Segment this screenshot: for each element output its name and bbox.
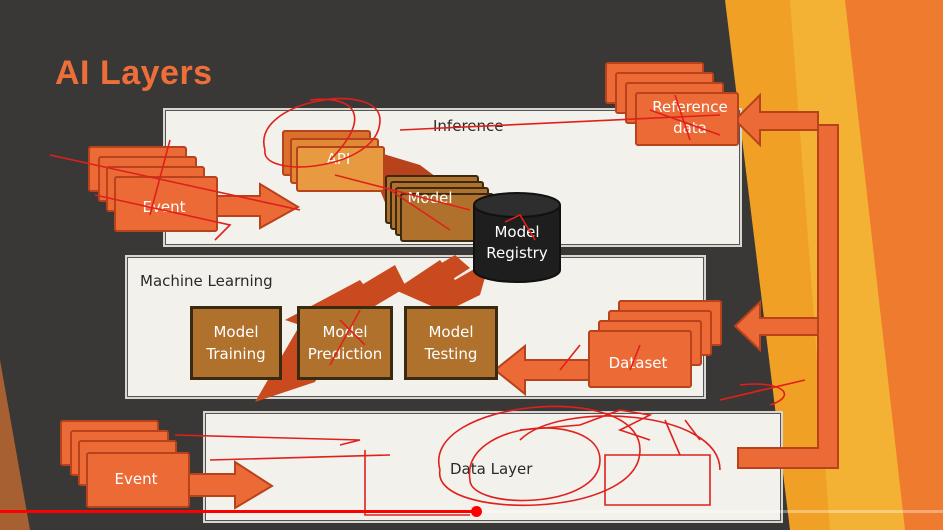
api-label: API [326,150,351,168]
model-training-line2: Training [206,345,266,363]
model-training-line1: Model [213,323,259,341]
data-layer-event-label: Event [114,470,158,488]
dataset-label: Dataset [608,354,668,372]
data-layer-event-stack: Event [60,420,190,510]
video-progress-bar[interactable] [0,506,943,517]
video-progress-knob[interactable] [471,506,483,517]
reference-data-stack: Reference data [605,62,745,148]
dataset-stack: Dataset [588,300,728,390]
api-stack: API [282,130,392,196]
model-testing-line1: Model [428,323,474,341]
machine-learning-label: Machine Learning [140,272,273,290]
inference-event-stack: Event [88,146,218,232]
model-prediction-line2: Prediction [307,345,383,363]
reference-data-label-2: data [673,119,707,137]
reference-data-label-1: Reference [652,98,728,116]
video-progress-fill [0,510,477,513]
model-registry-label-2: Registry [486,244,548,262]
slide-title: AI Layers [55,54,213,92]
model-testing-line2: Testing [424,345,478,363]
